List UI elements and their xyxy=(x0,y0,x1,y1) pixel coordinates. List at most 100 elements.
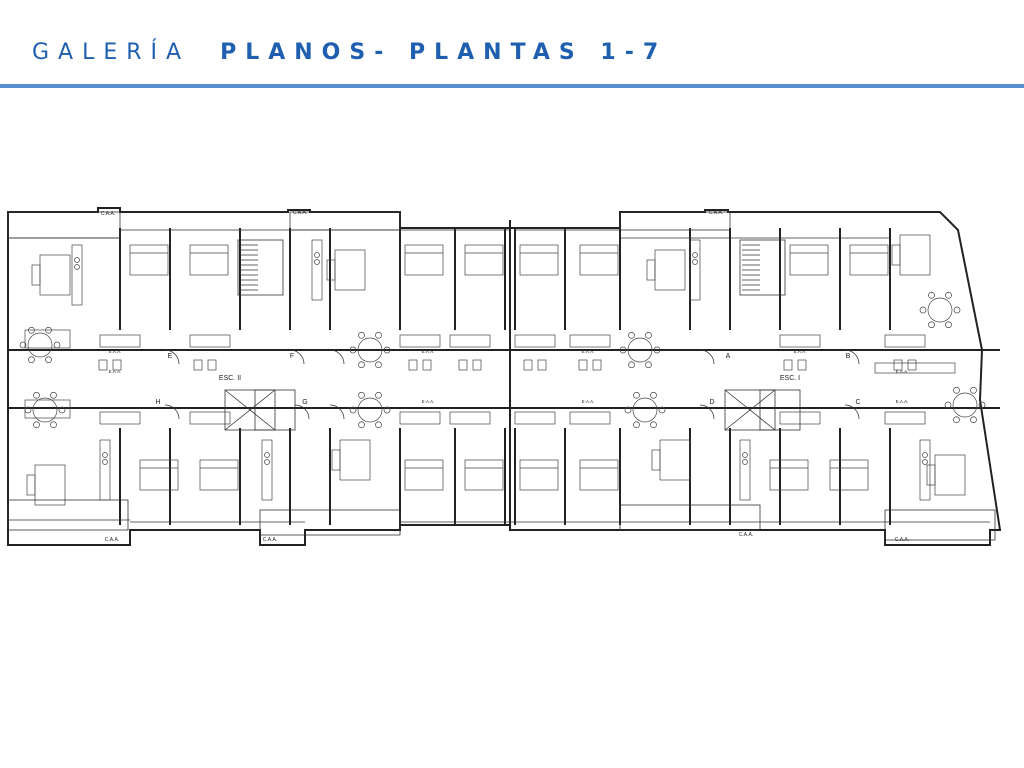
eaa-label: E.A.A. xyxy=(109,349,122,354)
stove-burner xyxy=(74,257,80,263)
washbasin xyxy=(592,359,602,371)
dining-table xyxy=(627,337,653,363)
terrace xyxy=(7,499,129,531)
chair xyxy=(383,406,391,414)
stair-label-esc-ii: ESC. II xyxy=(219,375,241,382)
bathtub xyxy=(884,334,926,348)
stove-burner xyxy=(264,459,270,465)
bathtub xyxy=(449,334,491,348)
chair xyxy=(19,341,27,349)
header-divider xyxy=(0,84,1024,88)
stove-burner xyxy=(314,252,320,258)
bathtub xyxy=(514,411,556,425)
kitchen-counter xyxy=(99,439,111,501)
kitchen-counter xyxy=(261,439,273,501)
stove-burner xyxy=(692,252,698,258)
armchair xyxy=(926,464,936,486)
chair xyxy=(349,346,357,354)
chair xyxy=(628,361,635,369)
unit-letter-d: D xyxy=(709,399,714,406)
chair xyxy=(358,331,365,339)
dining-table xyxy=(927,297,953,323)
bed xyxy=(464,244,504,276)
armchair xyxy=(331,449,341,471)
chair xyxy=(375,391,382,399)
terrace xyxy=(619,211,731,231)
bathtub xyxy=(189,334,231,348)
elevator-cross xyxy=(724,389,776,431)
chair xyxy=(33,421,40,429)
chair xyxy=(633,391,640,399)
chair xyxy=(953,416,960,424)
bed xyxy=(199,459,239,491)
chair xyxy=(978,401,986,409)
chair xyxy=(58,406,66,414)
bed xyxy=(519,459,559,491)
toilet xyxy=(408,359,418,371)
bathtub xyxy=(99,411,141,425)
caa-label: C.A.A. xyxy=(105,537,119,543)
chair xyxy=(50,421,57,429)
chair xyxy=(928,291,935,299)
stove-burner xyxy=(922,452,928,458)
stove-burner xyxy=(742,459,748,465)
unit-letter-g: G xyxy=(302,399,307,406)
terrace xyxy=(7,211,121,239)
bed xyxy=(849,244,889,276)
bed xyxy=(404,459,444,491)
kitchen-counter xyxy=(874,362,956,374)
caa-label: C.A.A. xyxy=(739,532,753,538)
bathtub xyxy=(569,334,611,348)
door-swing xyxy=(844,404,860,420)
washbasin xyxy=(472,359,482,371)
washbasin xyxy=(207,359,217,371)
bed xyxy=(404,244,444,276)
bathtub xyxy=(189,411,231,425)
chair xyxy=(944,401,952,409)
toilet xyxy=(98,359,108,371)
dining-table xyxy=(24,399,71,419)
armchair xyxy=(646,259,656,281)
bed xyxy=(579,244,619,276)
armchair xyxy=(26,474,36,496)
bathtub xyxy=(779,334,821,348)
dining-table xyxy=(27,332,53,358)
stair-label-esc-i: ESC. I xyxy=(780,375,800,382)
title-plans: PLANOS- PLANTAS 1-7 xyxy=(220,40,668,65)
eaa-label: E.A.A. xyxy=(582,349,595,354)
chair xyxy=(375,331,382,339)
bed xyxy=(189,244,229,276)
chair xyxy=(358,361,365,369)
chair xyxy=(375,361,382,369)
chair xyxy=(919,306,927,314)
washbasin xyxy=(422,359,432,371)
armchair xyxy=(891,244,901,266)
door-swing xyxy=(164,349,180,365)
bathtub xyxy=(99,334,141,348)
chair xyxy=(53,341,61,349)
dining-table xyxy=(632,397,658,423)
bed xyxy=(139,459,179,491)
stove-burner xyxy=(692,259,698,265)
chair xyxy=(945,291,952,299)
chair xyxy=(953,386,960,394)
chair xyxy=(650,421,657,429)
caa-label: C.A.A. xyxy=(709,210,723,216)
bed xyxy=(579,459,619,491)
stove-burner xyxy=(102,452,108,458)
stove-burner xyxy=(314,259,320,265)
eaa-label: E.A.A. xyxy=(422,399,435,404)
stove-burner xyxy=(102,459,108,465)
chair xyxy=(28,356,35,364)
chair xyxy=(633,421,640,429)
washbasin xyxy=(537,359,547,371)
door-swing xyxy=(699,349,715,365)
kitchen-counter xyxy=(739,439,751,501)
chair xyxy=(928,321,935,329)
elevator xyxy=(759,389,801,431)
dining-table xyxy=(32,397,58,423)
toilet xyxy=(458,359,468,371)
door-swing xyxy=(329,404,345,420)
washbasin xyxy=(797,359,807,371)
chair xyxy=(945,321,952,329)
